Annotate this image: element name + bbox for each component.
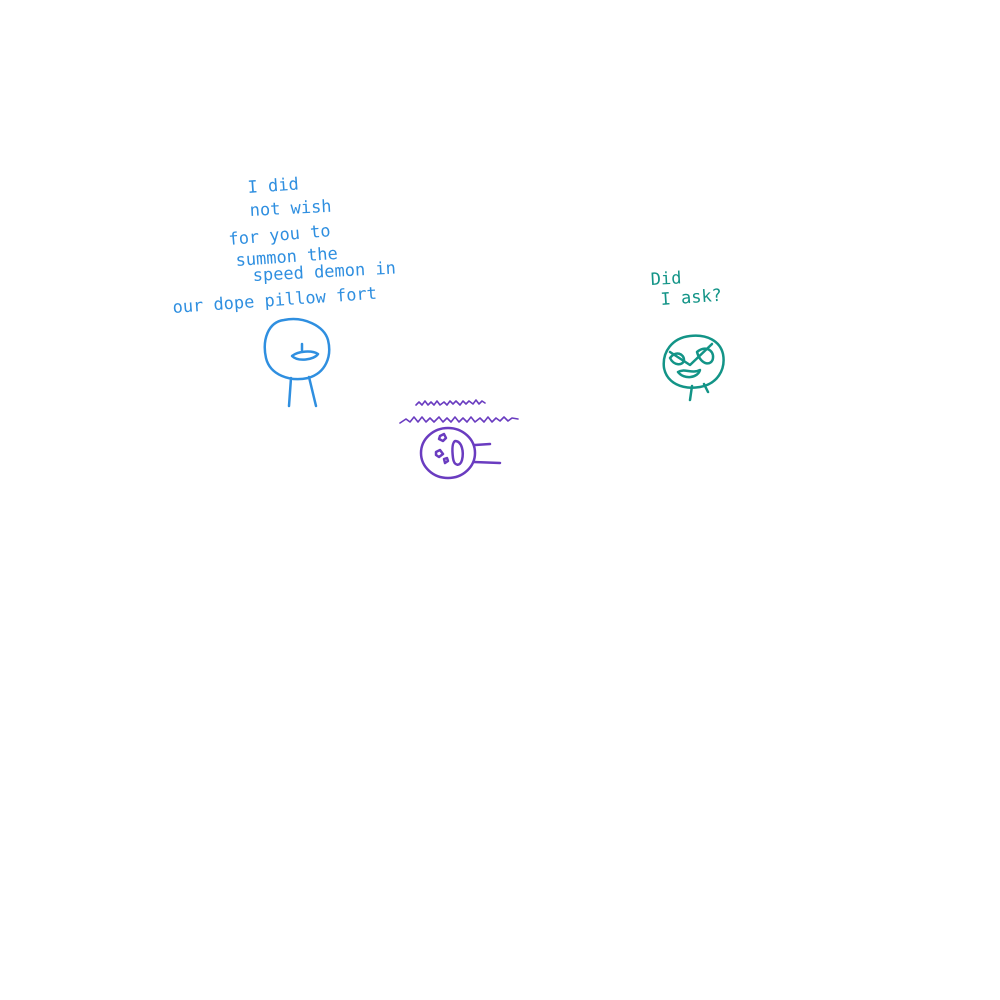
blue-character-mouth: [290, 350, 320, 361]
purple-character: [419, 426, 502, 480]
purple-character-mouth: [451, 439, 464, 466]
teal-character-right-leg: [702, 382, 710, 394]
blue-character-left-leg: [287, 376, 293, 408]
blue-speech-line-2: not wish: [249, 197, 332, 221]
purple-character-eye-3: [442, 456, 450, 465]
teal-character-speech: Did I ask?: [650, 268, 722, 310]
purple-character-speech: [399, 399, 519, 424]
teal-character: [662, 334, 725, 402]
blue-character: [263, 317, 331, 408]
purple-character-lower-leg: [472, 460, 502, 465]
teal-character-mouth: [676, 368, 702, 379]
teal-character-left-eye: [668, 352, 686, 366]
purple-scribble-top: [415, 399, 486, 406]
teal-character-left-leg: [688, 384, 694, 402]
purple-character-head: [419, 426, 477, 480]
purple-character-eye-1: [437, 432, 448, 443]
blue-character-right-leg: [307, 375, 318, 408]
purple-character-eye-2: [434, 448, 445, 459]
teal-character-angry-brow: [668, 342, 714, 367]
teal-speech-line-2: I ask?: [660, 286, 723, 310]
teal-character-head: [662, 334, 725, 389]
teal-speech-line-1: Did: [650, 268, 682, 290]
purple-character-upper-leg: [473, 442, 492, 447]
blue-speech-line-1: I did: [247, 174, 299, 198]
teal-character-right-eye: [695, 347, 715, 365]
purple-scribble-bottom: [399, 416, 519, 424]
